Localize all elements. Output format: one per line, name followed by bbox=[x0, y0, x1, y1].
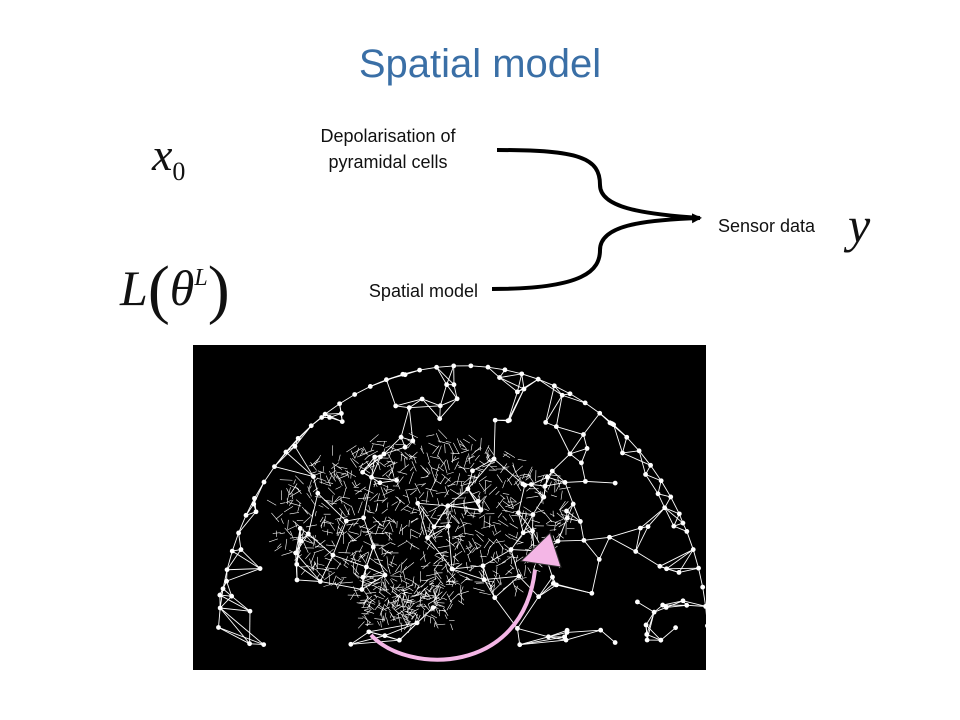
y-symbol: y bbox=[848, 197, 871, 253]
depolarisation-line1: Depolarisation of bbox=[320, 126, 456, 146]
head-mesh bbox=[216, 363, 710, 662]
arrow-top-branch bbox=[496, 148, 701, 220]
theta-symbol: θ bbox=[169, 260, 195, 316]
close-paren: ) bbox=[207, 253, 230, 326]
leadfield-symbol: L(θL) bbox=[120, 252, 230, 328]
x-base: x bbox=[152, 129, 173, 180]
curved-arrow-head bbox=[519, 532, 562, 568]
slide-title: Spatial model bbox=[358, 42, 602, 86]
x-subscript: 0 bbox=[172, 157, 186, 186]
brain-mesh-image bbox=[193, 345, 710, 670]
theta-superscript: L bbox=[194, 265, 208, 291]
open-paren: ( bbox=[147, 253, 170, 326]
sensor-data-label: Sensor data bbox=[718, 216, 816, 236]
x0-symbol: x0 bbox=[152, 128, 185, 187]
spatial-model-label: Spatial model bbox=[368, 281, 478, 301]
depolarisation-label: Depolarisation of pyramidal cells bbox=[278, 123, 498, 175]
arrow-bottom-branch bbox=[491, 213, 702, 291]
L-base: L bbox=[120, 260, 148, 316]
curved-arrow bbox=[369, 569, 537, 662]
depolarisation-line2: pyramidal cells bbox=[328, 152, 448, 172]
